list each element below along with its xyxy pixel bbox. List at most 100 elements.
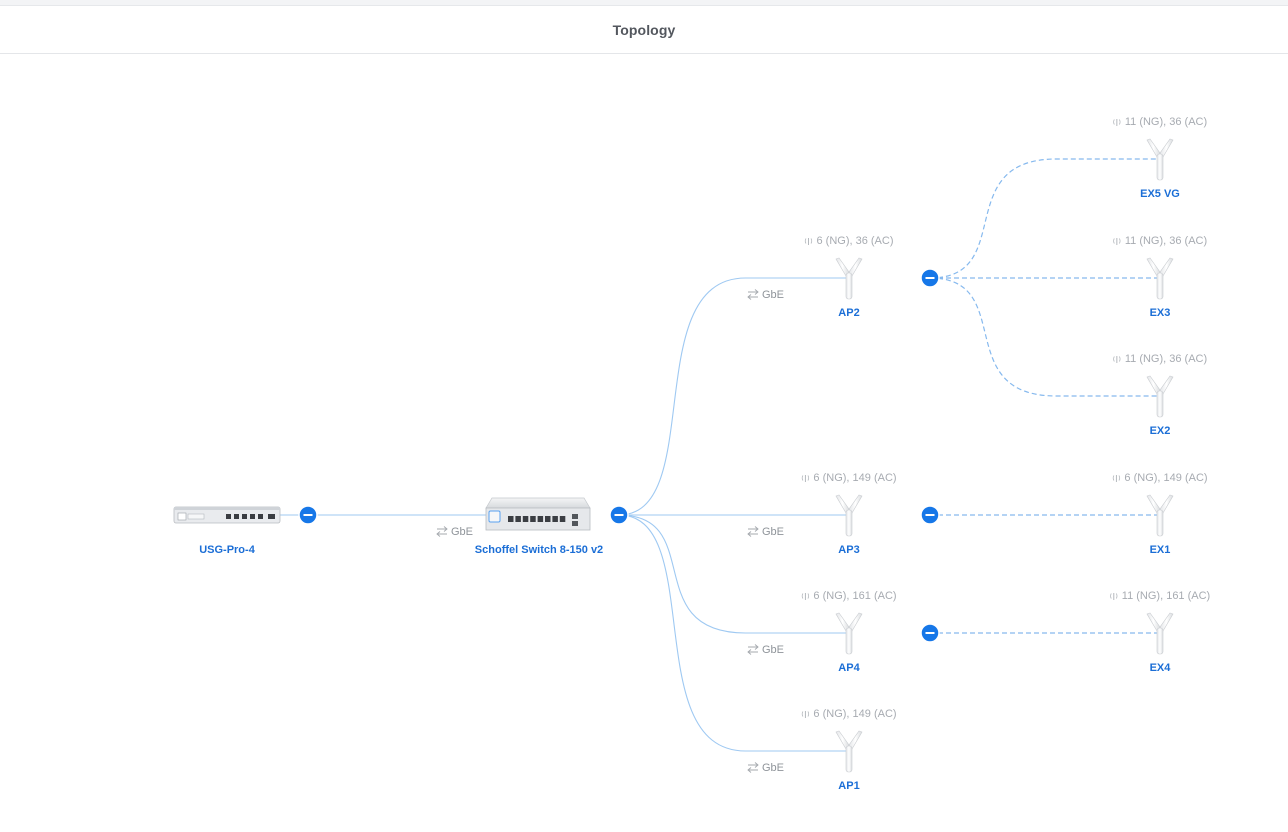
arrows-left-right-icon [747,526,759,537]
wifi-mast [1116,238,1118,245]
switch-port [530,516,536,522]
link-speed-label-ap1: GbE [762,762,784,774]
channel-label-ap3: 6 (NG), 149 (AC) [813,472,896,484]
arrow-left [747,767,758,773]
arrow-right [748,289,759,295]
arrows-left-right-icon [747,762,759,773]
collapse-button-ap4[interactable] [920,623,940,643]
channel-label-ex4: 11 (NG), 161 (AC) [1122,590,1210,602]
ap-body [845,627,853,655]
wifi-arc-right [807,711,810,717]
collapse-button-switch[interactable] [609,505,629,525]
channel-label-ap4: 6 (NG), 161 (AC) [813,590,896,602]
device-label-ex5: EX5 VG [1140,188,1180,200]
arrow-right [748,526,759,532]
wifi-mast [807,238,809,245]
device-ex3[interactable] [1146,257,1174,300]
wifi-mast [1116,356,1118,363]
channel-label-ex5: 11 (NG), 36 (AC) [1125,116,1207,128]
ap-body [845,745,853,773]
device-ap4[interactable] [835,612,863,655]
device-ex2[interactable] [1146,375,1174,418]
gateway-top-edge [174,507,280,510]
minus-glyph [614,514,624,516]
switch-port [559,516,566,522]
wifi-arc-right [807,475,810,481]
wifi-arc-right [1118,475,1121,481]
link-speed-label-ap2: GbE [762,289,784,301]
device-label-ex2: EX2 [1150,425,1171,437]
mesh-link-ex2 [929,277,1160,397]
wifi-mast [1113,593,1115,600]
device-label-ex3: EX3 [1150,307,1171,319]
channel-label-ap2: 6 (NG), 36 (AC) [816,235,893,247]
gateway-port [234,514,239,519]
wifi-arc-left [801,475,804,481]
wifi-arc-left [801,711,804,717]
device-label-usg: USG-Pro-4 [199,544,256,556]
channel-label-ex2: 11 (NG), 36 (AC) [1125,353,1207,365]
wifi-signal-icon [1113,356,1121,363]
device-usg[interactable] [173,506,281,524]
gateway-console-port [177,512,187,521]
ap-body [1156,509,1164,537]
wifi-arc-right [1118,119,1121,125]
switch-port [522,516,529,522]
minus-glyph [925,514,935,516]
device-label-ex1: EX1 [1150,544,1171,556]
page-title: Topology [612,21,676,38]
device-sw[interactable] [485,497,591,531]
arrow-left [436,531,447,537]
wifi-arc-left [801,593,804,599]
device-ap1[interactable] [835,730,863,773]
gateway-port [242,514,247,519]
gateway-sfp-port [268,514,275,519]
device-ex1[interactable] [1146,494,1174,537]
gateway-port [250,514,255,519]
links-layer [280,158,1160,752]
switch-port [508,516,514,522]
wifi-arc-right [807,593,810,599]
arrow-left [747,649,758,655]
device-ap3[interactable] [835,494,863,537]
device-label-ap3: AP3 [838,544,859,556]
wifi-arc-right [1118,238,1121,244]
wifi-arc-left [1113,238,1115,244]
page-header: Topology [0,6,1288,54]
switch-sfp-port [572,514,578,519]
wifi-signal-icon [1113,119,1121,126]
collapse-button-usg[interactable] [298,505,318,525]
arrow-right [437,526,448,532]
link-speed-label-usg-switch: GbE [451,526,473,538]
switch-port [537,516,544,522]
gateway-port [258,514,263,519]
switch-port [552,516,558,522]
wifi-arc-right [810,238,813,244]
switch-port [545,516,551,522]
collapse-button-ap3[interactable] [920,505,940,525]
arrow-right [748,762,759,768]
wifi-signal-icon [1110,593,1118,600]
buttons-layer [298,268,940,643]
wifi-signal-icon [801,475,810,482]
link-ap1 [618,514,849,752]
arrows-left-right-icon [747,644,759,655]
minus-glyph [925,277,935,279]
arrow-right [748,644,759,650]
link-speed-label-ap4: GbE [762,644,784,656]
arrow-left [747,531,758,537]
link-ap4 [618,514,849,634]
collapse-button-ap2[interactable] [920,268,940,288]
minus-glyph [303,514,313,516]
switch-sfp-port [572,521,578,526]
device-ex5[interactable] [1146,138,1174,181]
wifi-mast [1115,475,1117,482]
channel-label-ex1: 6 (NG), 149 (AC) [1124,472,1207,484]
device-ex4[interactable] [1146,612,1174,655]
ap-body [1156,153,1164,181]
device-ap2[interactable] [835,257,863,300]
switch-port [515,516,521,522]
